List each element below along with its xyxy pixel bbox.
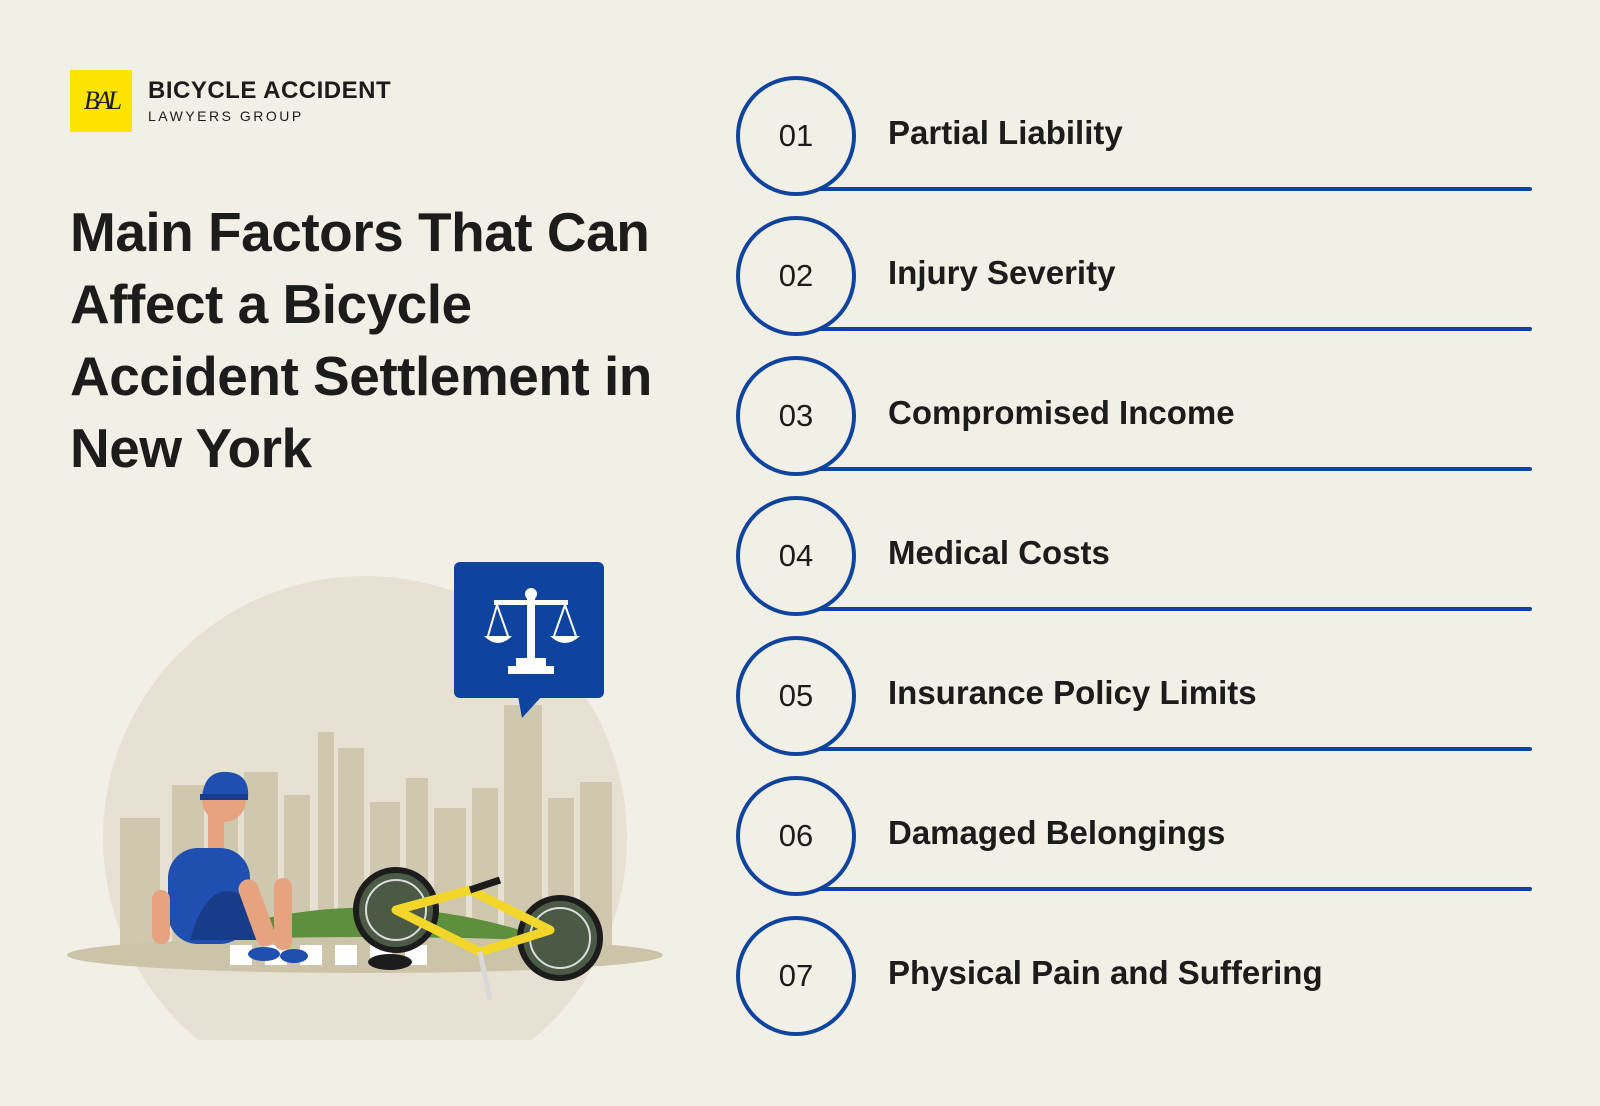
factor-item: 01 Partial Liability [736, 76, 1532, 216]
factor-underline [816, 747, 1532, 751]
page-title: Main Factors That Can Affect a Bicycle A… [70, 201, 652, 479]
logo-monogram: BAL [83, 86, 122, 115]
factor-number-badge: 03 [736, 356, 856, 476]
factor-underline [816, 887, 1532, 891]
factor-label: Compromised Income [888, 394, 1235, 431]
factor-label: Insurance Policy Limits [888, 674, 1257, 711]
factor-item: 02 Injury Severity [736, 216, 1532, 356]
logo-text: BICYCLE ACCIDENT LAWYERS GROUP [148, 77, 392, 125]
factor-label: Medical Costs [888, 534, 1110, 571]
cyclist [152, 771, 308, 963]
brand-name: BICYCLE ACCIDENT [148, 77, 392, 104]
logo-mark: BAL [70, 70, 132, 132]
factor-item: 05 Insurance Policy Limits [736, 636, 1532, 776]
factor-list: 01 Partial Liability 02 Injury Severity … [736, 76, 1532, 1056]
factor-underline [816, 467, 1532, 471]
factor-number-badge: 06 [736, 776, 856, 896]
factor-number-badge: 04 [736, 496, 856, 616]
factor-number-badge: 02 [736, 216, 856, 336]
factor-label: Damaged Belongings [888, 814, 1226, 851]
factor-item: 03 Compromised Income [736, 356, 1532, 496]
cyclist-accident-illustration [67, 562, 663, 1040]
fallen-bicycle [353, 867, 603, 1001]
factor-number-badge: 07 [736, 916, 856, 1036]
factor-item: 06 Damaged Belongings [736, 776, 1532, 916]
factor-label: Injury Severity [888, 254, 1116, 291]
factor-item: 04 Medical Costs [736, 496, 1532, 636]
factor-item: 07 Physical Pain and Suffering [736, 916, 1532, 1056]
brand-logo: BAL BICYCLE ACCIDENT LAWYERS GROUP [70, 70, 391, 132]
factor-number-badge: 01 [736, 76, 856, 196]
factor-underline [816, 187, 1532, 191]
factor-label: Partial Liability [888, 114, 1123, 151]
brand-subname: LAWYERS GROUP [148, 108, 304, 124]
factor-underline [816, 607, 1532, 611]
factor-underline [816, 327, 1532, 331]
factor-number-badge: 05 [736, 636, 856, 756]
factor-label: Physical Pain and Suffering [888, 954, 1323, 991]
scales-of-justice-icon [454, 562, 604, 718]
